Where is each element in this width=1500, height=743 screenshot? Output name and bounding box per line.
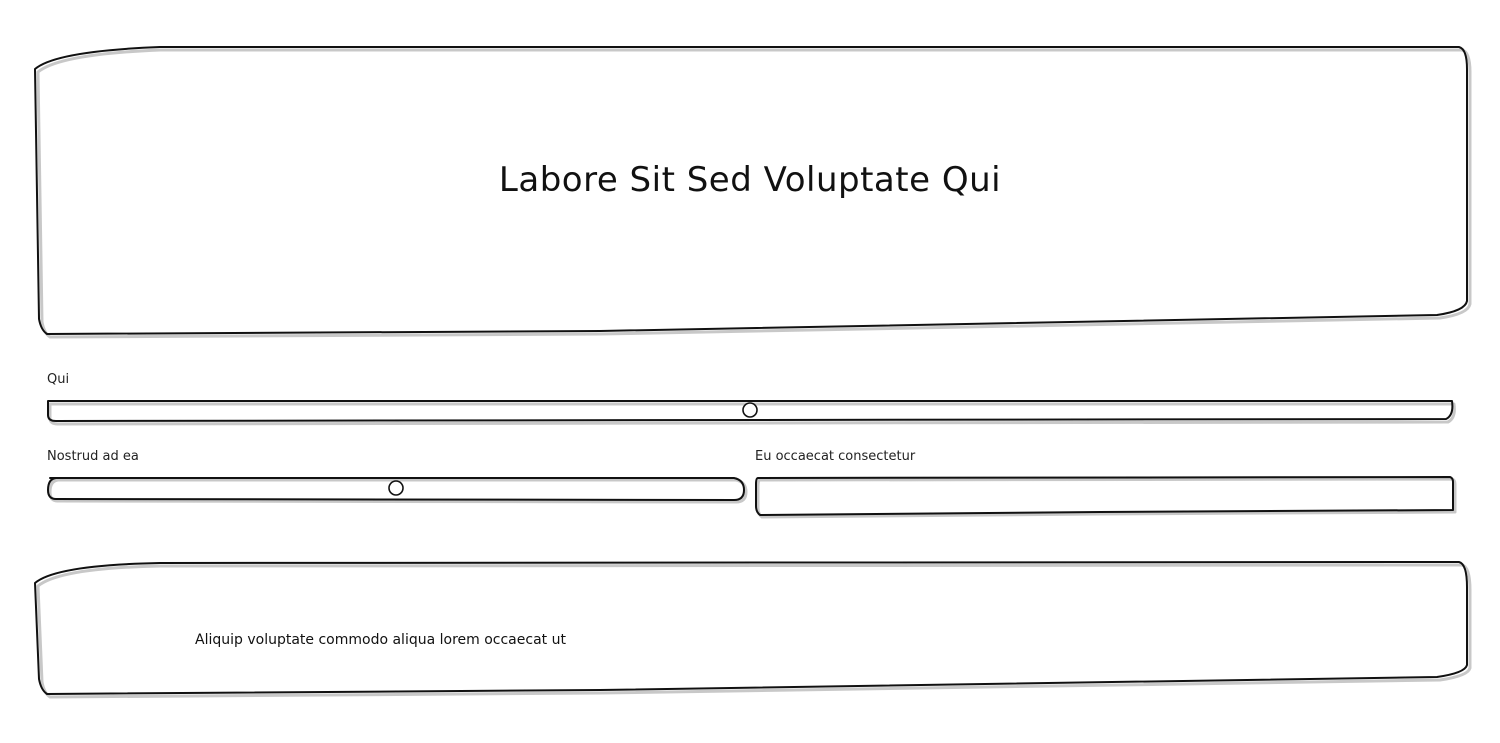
footer-text: Aliquip voluptate commodo aliqua lorem o… (195, 632, 566, 648)
text-field-eu-label: Eu occaecat consectetur (755, 449, 916, 464)
slider-nostrud-label: Nostrud ad ea (47, 449, 139, 464)
text-field-eu-input[interactable] (758, 480, 1448, 512)
page-title: Labore Sit Sed Voluptate Qui (498, 160, 1002, 200)
footer-panel-outline (34, 561, 1468, 695)
slider-qui-label: Qui (47, 372, 70, 387)
slider-nostrud[interactable] (47, 477, 745, 499)
slider-qui[interactable] (47, 400, 1453, 422)
